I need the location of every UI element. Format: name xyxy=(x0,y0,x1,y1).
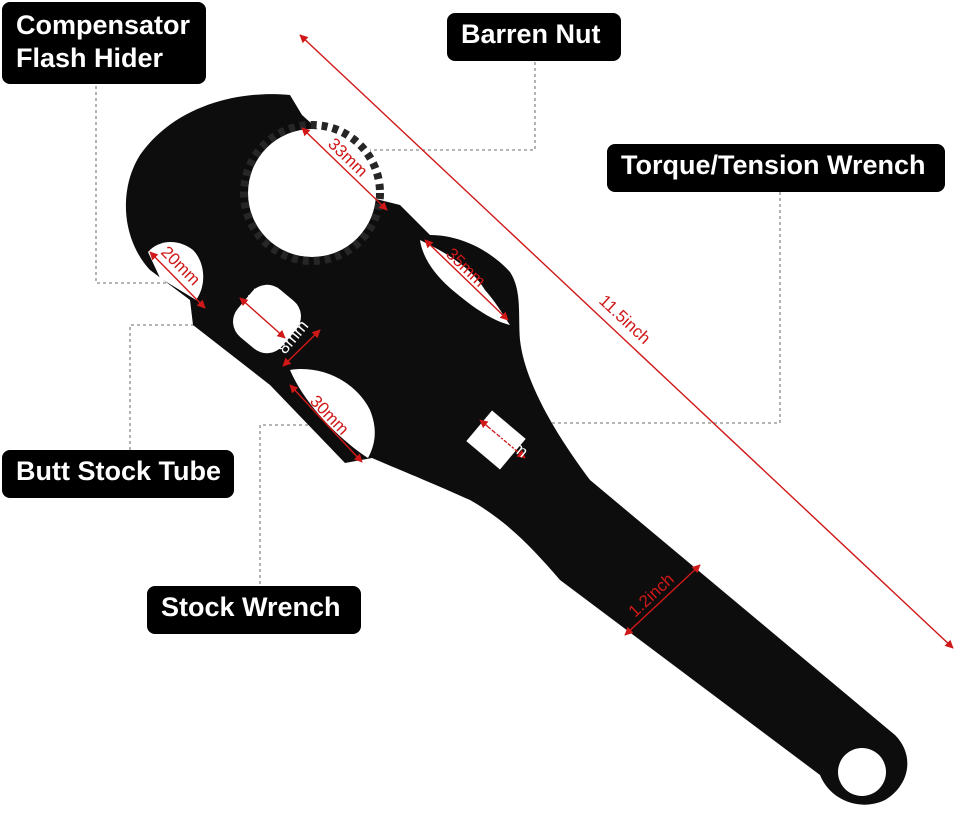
dim-line-8 xyxy=(282,329,321,367)
label-butt-stock-tube: Butt Stock Tube xyxy=(2,450,234,498)
dim-line-35 xyxy=(424,239,509,321)
dim-line-16 xyxy=(239,297,286,339)
dim-line-33 xyxy=(301,127,388,211)
label-barrel-nut: Barren Nut xyxy=(447,13,621,61)
label-stock-wrench: Stock Wrench xyxy=(147,586,361,634)
leader-compensator xyxy=(95,80,168,284)
dim-line-30 xyxy=(289,384,363,463)
dim-line-overall xyxy=(299,34,954,649)
label-compensator-flash-hider: Compensator Flash Hider xyxy=(2,2,206,84)
label-torque-tension-wrench: Torque/Tension Wrench xyxy=(607,144,945,192)
dim-line-width xyxy=(624,564,701,636)
dim-line-13 xyxy=(479,419,526,459)
leader-barrel-nut xyxy=(370,62,536,151)
leader-stock-wrench xyxy=(259,424,340,590)
dimension-lines xyxy=(149,34,954,649)
handle-ring-hole xyxy=(838,748,886,796)
dim-line-20 xyxy=(149,251,206,309)
leader-torque-wrench xyxy=(515,192,781,424)
